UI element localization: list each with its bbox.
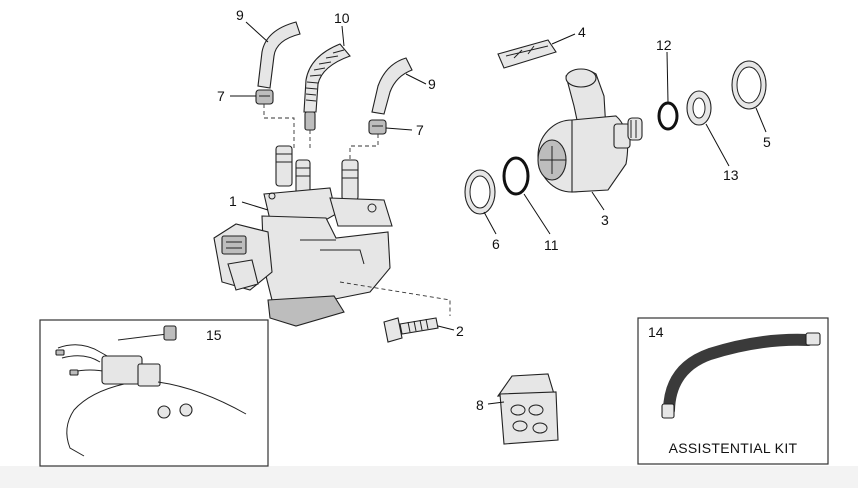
callout-7-right: 7 <box>416 122 424 138</box>
part-15-wiring-harness <box>55 325 247 457</box>
part-6-seal <box>464 169 496 215</box>
callout-9-right: 9 <box>428 76 436 92</box>
callout-9-left: 9 <box>236 7 244 23</box>
callout-14: 14 <box>648 324 664 340</box>
part-8-kit-bag <box>496 373 559 445</box>
callout-15: 15 <box>206 327 222 343</box>
callout-12: 12 <box>656 37 672 53</box>
callout-11: 11 <box>544 237 559 253</box>
part-9-hose-right <box>371 57 413 115</box>
part-5-seal <box>731 60 767 110</box>
leader-lines <box>230 21 767 405</box>
callout-5: 5 <box>763 134 771 150</box>
part-9-hose-left <box>257 21 301 89</box>
callout-2: 2 <box>456 323 464 339</box>
callout-3: 3 <box>601 212 609 228</box>
assistential-kit-label: ASSISTENTIAL KIT <box>669 440 798 456</box>
callout-10: 10 <box>334 10 350 26</box>
part-11-oring <box>502 156 530 196</box>
callout-7-left: 7 <box>217 88 225 104</box>
part-4-clip <box>497 39 557 69</box>
part-7-clamp-left <box>255 89 274 105</box>
callout-4: 4 <box>578 24 586 40</box>
part-3-petcock <box>537 68 643 193</box>
part-1-fuel-valve <box>213 145 393 327</box>
callout-13: 13 <box>723 167 739 183</box>
part-12-oring <box>657 101 679 131</box>
part-10-spring-hose <box>303 43 351 131</box>
part-2-screw <box>383 317 439 343</box>
part-14-hose <box>661 332 821 419</box>
part-13-washer <box>686 90 712 126</box>
callout-1: 1 <box>229 193 237 209</box>
part-7-clamp-right <box>368 119 387 135</box>
part-15-box <box>39 319 269 467</box>
callout-6: 6 <box>492 236 500 252</box>
callout-8: 8 <box>476 397 484 413</box>
